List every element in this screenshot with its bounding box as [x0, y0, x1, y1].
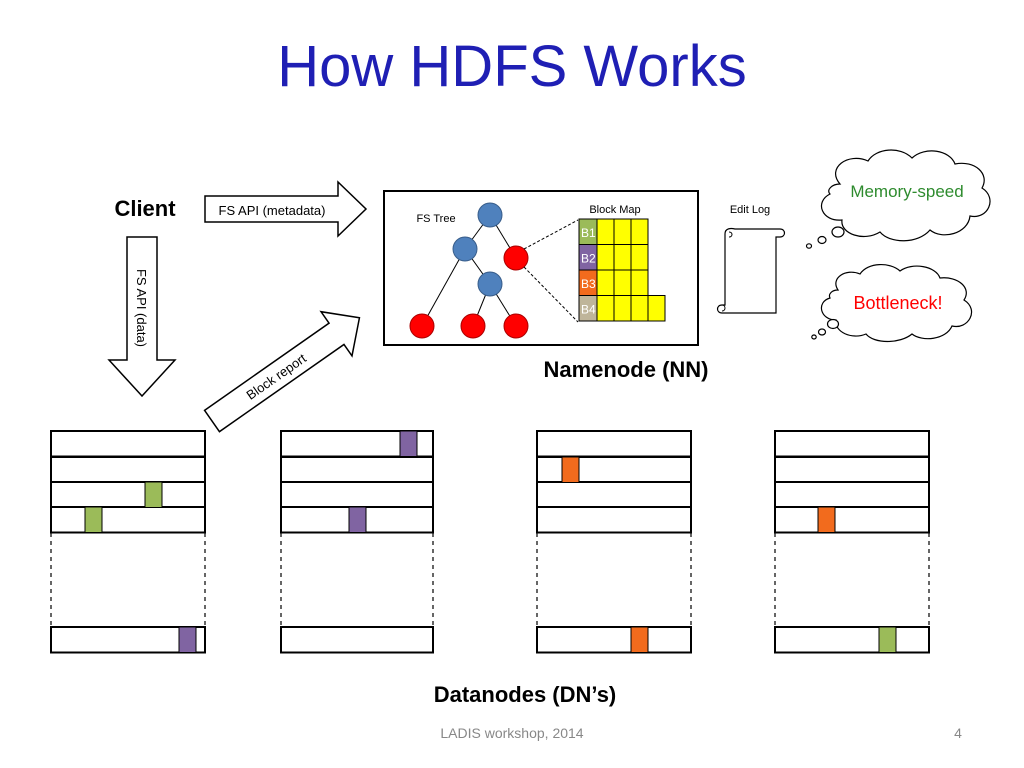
namenode-label: Namenode (NN) [543, 357, 708, 382]
tree-node-file [409, 313, 435, 339]
block-location-cell [630, 295, 649, 322]
datanode-block-row [536, 626, 692, 654]
datanode-block-row [774, 456, 930, 484]
replica-block [399, 430, 418, 457]
client-label: Client [114, 196, 176, 221]
data-arrow-label: FS API (data) [134, 269, 149, 347]
datanode-block-row [536, 456, 692, 484]
tree-node-file [503, 245, 529, 271]
block-map-label: Block Map [589, 204, 640, 216]
datanode-block-row [280, 456, 434, 484]
fs-tree-label: FS Tree [416, 213, 455, 225]
block-id-label: B2 [581, 252, 596, 266]
block-location-cell [596, 269, 615, 296]
datanodes-label: Datanodes (DN’s) [434, 682, 617, 707]
datanode-block-row [50, 456, 206, 484]
datanodes-group [50, 430, 930, 654]
datanode-block-row [774, 430, 930, 458]
block-location-cell [596, 244, 615, 271]
block-location-cell [630, 244, 649, 271]
block-location-cell [613, 218, 632, 245]
bottleneck-text: Bottleneck! [853, 293, 942, 313]
memory-speed-text: Memory-speed [850, 182, 963, 201]
footer-text: LADIS workshop, 2014 [440, 725, 583, 741]
page-number: 4 [954, 725, 962, 741]
replica-block [817, 506, 836, 533]
tree-node-dir [452, 236, 478, 262]
replica-block [144, 481, 163, 508]
datanode [774, 430, 930, 654]
datanode [50, 430, 206, 654]
block-location-cell [596, 218, 615, 245]
replica-block [348, 506, 367, 533]
block-location-cell [613, 244, 632, 271]
replica-block [878, 626, 897, 653]
block-location-cell [596, 295, 615, 322]
block-id-label: B4 [581, 303, 596, 317]
datanode [280, 430, 434, 654]
metadata-arrow-label: FS API (metadata) [219, 203, 326, 218]
datanode-block-row [536, 481, 692, 509]
tree-node-file [460, 313, 486, 339]
edit-log-label: Edit Log [730, 204, 770, 216]
tree-node-root [477, 202, 503, 228]
block-report-arrow [203, 310, 361, 433]
replica-block [630, 626, 649, 653]
block-location-cell [630, 269, 649, 296]
replica-block [84, 506, 103, 533]
datanode-block-row [50, 506, 206, 534]
datanode-block-row [50, 481, 206, 509]
block-location-cell [613, 295, 632, 322]
metadata-arrow [204, 180, 368, 238]
block-map-links [523, 219, 579, 323]
block-location-cell [630, 218, 649, 245]
datanode-block-row [774, 506, 930, 534]
datanode-block-row [536, 430, 692, 458]
datanode-block-row [280, 626, 434, 654]
datanode [536, 430, 692, 654]
block-location-cell [613, 269, 632, 296]
edit-log-scroll: Edit Log [716, 204, 786, 314]
replica-block [178, 626, 197, 653]
block-id-label: B1 [581, 226, 596, 240]
slide-title: How HDFS Works [277, 34, 746, 99]
bottleneck-cloud: Bottleneck! [811, 264, 973, 343]
datanode-block-row [774, 481, 930, 509]
memory-speed-cloud: Memory-speed [805, 149, 991, 249]
block-location-cell [647, 295, 666, 322]
datanode-block-row [50, 430, 206, 458]
datanode-block-row [536, 506, 692, 534]
datanode-block-row [774, 626, 930, 654]
datanode-block-row [280, 481, 434, 509]
replica-block [561, 456, 580, 483]
tree-node-subdir [477, 271, 503, 297]
data-arrow [107, 236, 177, 398]
tree-node-file [503, 313, 529, 339]
block-id-label: B3 [581, 277, 596, 291]
